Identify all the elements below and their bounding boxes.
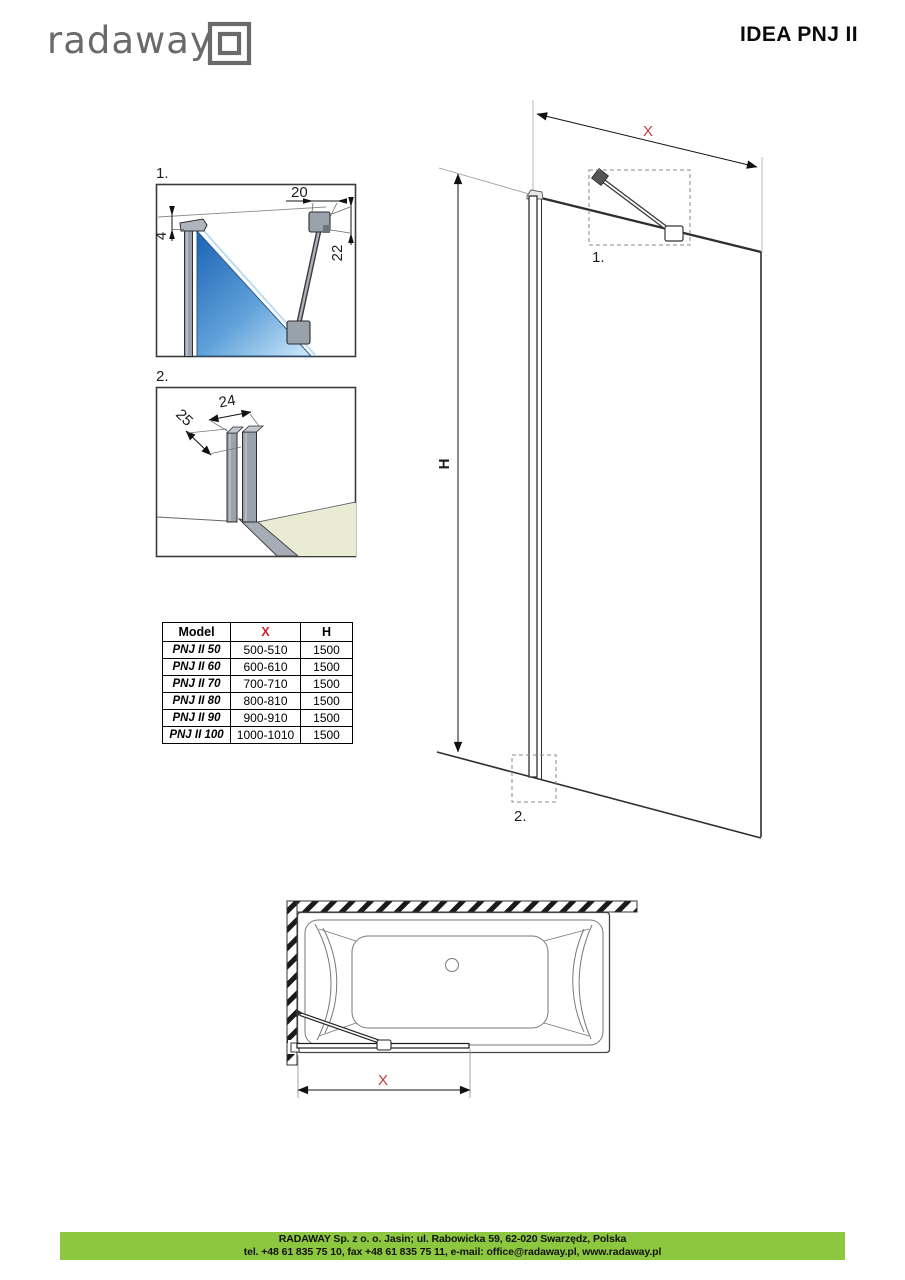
detail-1-callout-label: 1.	[592, 249, 605, 266]
dim-22: 22	[329, 245, 346, 262]
detail-2-callout-label: 2.	[514, 808, 527, 825]
col-header-model: Model	[162, 622, 231, 642]
table-header-row: Model X H	[162, 622, 353, 642]
detail-2-callout-box	[511, 754, 557, 803]
detail-1-drawing: 1. 20 4 22	[153, 165, 357, 358]
col-header-h: H	[300, 622, 353, 642]
glass-pane	[196, 229, 313, 357]
table-row: PNJ II 100 1000-1010 1500	[162, 726, 353, 744]
detail-1-label: 1.	[156, 165, 169, 182]
x-dimension-line	[536, 112, 758, 169]
profile-bar-left	[226, 432, 238, 523]
glass-clamp-plan	[376, 1039, 392, 1051]
table-row: PNJ II 90 900-910 1500	[162, 709, 353, 727]
logo-wordmark: radaway	[47, 19, 213, 62]
table-row: PNJ II 70 700-710 1500	[162, 675, 353, 693]
dim-24: 24	[218, 392, 237, 412]
glass-clamp-elevation	[664, 225, 684, 242]
table-row: PNJ II 50 500-510 1500	[162, 641, 353, 659]
wall-top	[286, 900, 638, 913]
bathtub-plan-drawing: X	[286, 900, 638, 1098]
wall-bracket-elevation	[591, 168, 609, 186]
table-row: PNJ II 60 600-610 1500	[162, 658, 353, 676]
x-dimension-label: X	[643, 123, 653, 140]
radaway-logo: radaway	[47, 19, 252, 66]
wall-profile-elevation	[528, 195, 538, 778]
main-elevation-drawing: X H 1. 2.	[436, 100, 763, 839]
logo-square-outer-icon	[207, 21, 252, 66]
size-table: Model X H PNJ II 50 500-510 1500 PNJ II …	[162, 622, 353, 744]
wall-profile	[184, 226, 193, 357]
footer-address: RADAWAY Sp. z o. o. Jasin; ul. Rabowicka…	[278, 1233, 627, 1245]
h-dimension-label: H	[436, 459, 453, 470]
col-header-x: X	[230, 622, 301, 642]
footer-contact: tel. +48 61 835 75 10, fax +48 61 835 75…	[243, 1246, 662, 1258]
x-dimension-label-plan: X	[378, 1072, 388, 1089]
bathtub-basin	[351, 935, 549, 1029]
wall-bracket-plan	[296, 1009, 303, 1017]
logo-square-inner-icon	[217, 31, 242, 56]
glass-clamp	[286, 320, 311, 345]
drain-icon	[445, 958, 459, 972]
table-row: PNJ II 80 800-810 1500	[162, 692, 353, 710]
footer-bar: RADAWAY Sp. z o. o. Jasin; ul. Rabowicka…	[60, 1232, 845, 1260]
profile-bar-right	[242, 431, 257, 523]
dim-4: 4	[153, 232, 170, 240]
page-title: IDEA PNJ II	[740, 23, 858, 46]
detail-1-callout-box	[588, 169, 691, 246]
detail-2-label: 2.	[156, 368, 169, 385]
bracket-detail	[323, 225, 330, 233]
glass-top-edge	[536, 195, 762, 254]
floor-line	[436, 751, 762, 839]
detail-2-drawing: 2. 24 25	[155, 368, 357, 558]
dim-20: 20	[291, 184, 308, 201]
